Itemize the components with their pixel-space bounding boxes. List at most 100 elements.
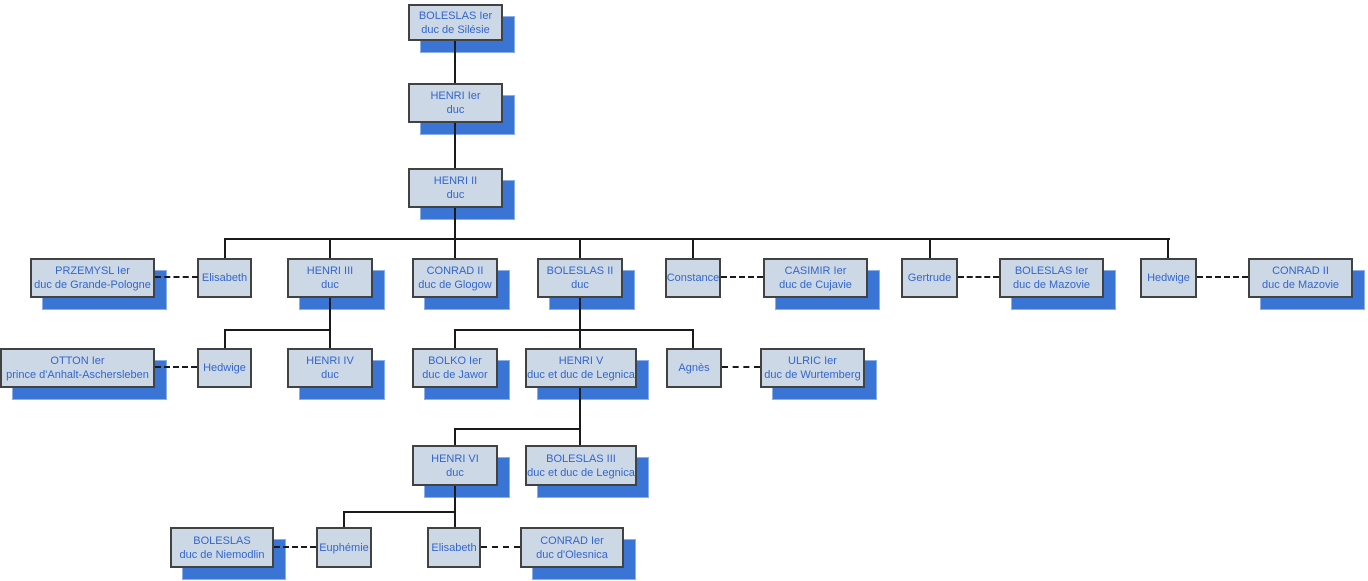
- node-box: CONRAD II duc de Glogow: [412, 258, 498, 298]
- node-box: CASIMIR Ier duc de Cujavie: [763, 258, 868, 298]
- person-name: Hedwige: [1147, 272, 1190, 284]
- person-title: duc de Wurtemberg: [764, 369, 861, 381]
- person-node-boleslas3-legnica: BOLESLAS III duc et duc de Legnica: [525, 445, 649, 498]
- marriage-link-hedwige-conrad: [1197, 276, 1248, 278]
- connector-drop-bolko1: [454, 329, 456, 348]
- person-node-euphemie: Euphémie: [316, 527, 372, 568]
- node-box: BOLESLAS Ier duc de Mazovie: [999, 258, 1104, 298]
- connector-drop-elisabeth-gen7: [454, 511, 456, 527]
- person-title: duc: [321, 369, 339, 381]
- marriage-link-otton-hedwige: [155, 366, 197, 368]
- person-name: HENRI IV: [306, 355, 354, 367]
- connector-drop-hedwige: [1167, 238, 1169, 258]
- person-name: HENRI V: [558, 355, 604, 367]
- person-title: duc et duc de Legnica: [527, 369, 635, 381]
- person-node-conrad2-mazovie: CONRAD II duc de Mazovie: [1248, 258, 1365, 310]
- connector-drop-constance: [692, 238, 694, 258]
- connector-gen1-gen2: [454, 41, 456, 83]
- node-box: OTTON Ier prince d'Anhalt-Aschersleben: [0, 348, 155, 388]
- node-box: CONRAD Ier duc d'Olesnica: [520, 527, 624, 568]
- connector-drop-boleslas3: [579, 428, 581, 445]
- node-box: Euphémie: [316, 527, 372, 568]
- node-box: BOLESLAS II duc: [537, 258, 623, 298]
- node-box: HENRI III duc: [287, 258, 373, 298]
- person-name: BOLKO Ier: [428, 355, 482, 367]
- person-title: duc de Silésie: [421, 23, 490, 36]
- person-node-boleslas-niemodlin: BOLESLAS duc de Niemodlin: [170, 527, 286, 580]
- marriage-link-elisabeth-conrad: [481, 546, 520, 548]
- person-node-elisabeth-gen7: Elisabeth: [427, 527, 481, 568]
- person-name: HENRI VI: [431, 452, 479, 465]
- person-name: Elisabeth: [431, 541, 477, 554]
- person-name: CONRAD Ier: [540, 534, 604, 547]
- person-node-conrad1-olesnica: CONRAD Ier duc d'Olesnica: [520, 527, 636, 580]
- connector-drop-henri6: [454, 428, 456, 445]
- person-name: Elisabeth: [201, 272, 248, 284]
- person-name: BOLESLAS Ier: [418, 9, 493, 22]
- person-node-henri6: HENRI VI duc: [412, 445, 510, 498]
- person-name: CONRAD II: [1272, 265, 1329, 277]
- person-title: duc: [446, 189, 465, 201]
- node-box: HENRI IV duc: [287, 348, 373, 388]
- person-node-constance: Constance: [665, 258, 721, 298]
- connector-henri2-trunk: [454, 208, 456, 239]
- person-node-boleslas1-mazovie: BOLESLAS Ier duc de Mazovie: [999, 258, 1116, 310]
- connector-gen4-sibling-bar: [224, 238, 1170, 240]
- person-node-henri2: HENRI II duc: [408, 168, 515, 220]
- person-node-boleslas2: BOLESLAS II duc: [537, 258, 635, 310]
- node-box: PRZEMYSL Ier duc de Grande-Pologne: [30, 258, 155, 298]
- node-box: BOLESLAS duc de Niemodlin: [170, 527, 274, 568]
- node-box: CONRAD II duc de Mazovie: [1248, 258, 1353, 298]
- person-node-henri5-legnica: HENRI V duc et duc de Legnica: [525, 348, 649, 400]
- person-node-casimir1-cujavie: CASIMIR Ier duc de Cujavie: [763, 258, 880, 310]
- node-box: HENRI Ier duc: [408, 83, 503, 123]
- person-title: duc: [571, 279, 589, 291]
- person-title: duc de Mazovie: [1261, 279, 1340, 291]
- connector-henri3-children-bar: [224, 329, 331, 331]
- person-title: duc et duc de Legnica: [527, 466, 635, 479]
- connector-henri3-trunk: [329, 298, 331, 330]
- connector-boleslas2-children-bar: [454, 329, 694, 331]
- person-name: Euphémie: [319, 541, 369, 554]
- connector-henri5-trunk: [579, 388, 581, 429]
- person-title: duc de Mazovie: [1012, 279, 1091, 291]
- person-node-gertrude: Gertrude: [901, 258, 958, 298]
- person-title: duc: [321, 279, 339, 291]
- person-name: Agnès: [678, 362, 710, 374]
- node-box: HENRI II duc: [408, 168, 503, 208]
- connector-henri6-trunk: [454, 486, 456, 512]
- person-name: OTTON Ier: [50, 355, 105, 367]
- connector-gen2-gen3: [454, 123, 456, 168]
- marriage-link-przemysl-elisabeth: [155, 276, 198, 278]
- person-name: HENRI II: [433, 175, 478, 187]
- marriage-link-gertrude-boleslas: [958, 276, 999, 278]
- connector-henri6-children-bar: [343, 511, 456, 513]
- connector-drop-agnes: [692, 329, 694, 348]
- person-title: duc: [446, 104, 465, 116]
- marriage-link-constance-casimir: [721, 276, 763, 278]
- person-node-elisabeth-gen4: Elisabeth: [197, 258, 252, 298]
- person-node-ulric1-wurtemberg: ULRIC Ier duc de Wurtemberg: [760, 348, 877, 400]
- person-title: duc de Niemodlin: [179, 548, 265, 561]
- connector-drop-elisabeth: [224, 238, 226, 258]
- connector-drop-gertrude: [929, 238, 931, 258]
- person-name: CONRAD II: [426, 265, 484, 277]
- connector-boleslas2-trunk: [579, 298, 581, 330]
- node-box: Elisabeth: [197, 258, 252, 298]
- person-name: Gertrude: [907, 272, 952, 284]
- person-node-hedwige-gen4: Hedwige: [1140, 258, 1197, 298]
- connector-drop-euphemie: [343, 511, 345, 527]
- node-box: Elisabeth: [427, 527, 481, 568]
- person-title: duc d'Olesnica: [536, 548, 608, 561]
- person-name: CASIMIR Ier: [784, 265, 847, 277]
- person-node-przemysl1: PRZEMYSL Ier duc de Grande-Pologne: [30, 258, 167, 310]
- marriage-link-agnes-ulric: [722, 366, 760, 368]
- person-node-henri1: HENRI Ier duc: [408, 83, 515, 135]
- person-title: duc de Grande-Pologne: [34, 279, 151, 291]
- node-box: BOLKO Ier duc de Jawor: [412, 348, 498, 388]
- connector-drop-hedwige-gen5: [224, 329, 226, 348]
- node-box: Agnès: [666, 348, 722, 388]
- person-name: Constance: [666, 272, 720, 284]
- person-node-agnes: Agnès: [666, 348, 722, 388]
- node-box: BOLESLAS III duc et duc de Legnica: [525, 445, 637, 486]
